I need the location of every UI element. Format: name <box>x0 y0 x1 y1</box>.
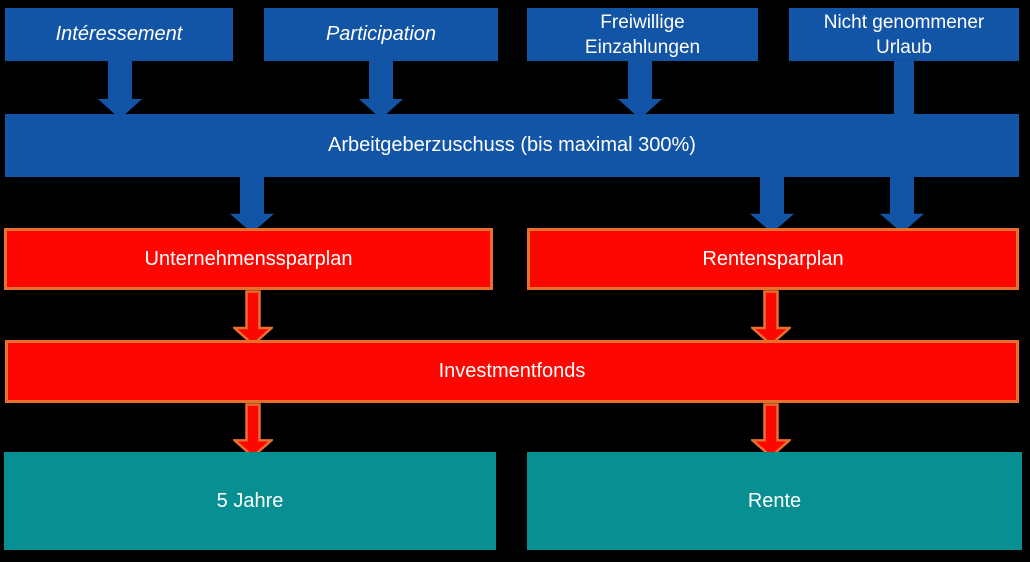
plan-box-unternehmenssparplan: Unternehmenssparplan <box>4 228 493 290</box>
source-box-nicht-genommener-urlaub-label: Nicht genommener Urlaub <box>823 11 985 58</box>
source-box-participation: Participation <box>264 8 498 61</box>
red-down-arrow-icon <box>751 403 791 458</box>
blue-down-arrow-icon <box>359 61 403 119</box>
outcome-box-rente-label: Rente <box>747 489 802 512</box>
blue-connector-line <box>894 61 914 115</box>
red-down-arrow-icon <box>233 403 273 458</box>
source-box-freiwillige-einzahlungen: Freiwillige Einzahlungen <box>527 8 758 61</box>
outcome-box-5-jahre-label: 5 Jahre <box>216 489 284 512</box>
investment-funds-bar-label: Investmentfonds <box>438 360 586 382</box>
employer-contribution-bar: Arbeitgeberzuschuss (bis maximal 300%) <box>5 114 1019 177</box>
source-box-nicht-genommener-urlaub: Nicht genommener Urlaub <box>789 8 1019 61</box>
blue-down-arrow-icon <box>880 177 924 233</box>
investment-funds-bar: Investmentfonds <box>5 340 1019 403</box>
employer-contribution-bar-label: Arbeitgeberzuschuss (bis maximal 300%) <box>328 134 696 156</box>
outcome-box-5-jahre: 5 Jahre <box>4 452 496 550</box>
red-down-arrow-icon <box>233 290 273 346</box>
blue-down-arrow-icon <box>750 177 794 233</box>
blue-down-arrow-icon <box>98 61 142 119</box>
blue-down-arrow-icon <box>618 61 662 119</box>
outcome-box-rente: Rente <box>527 452 1022 550</box>
red-down-arrow-icon <box>751 290 791 346</box>
plan-box-rentensparplan: Rentensparplan <box>527 228 1019 290</box>
source-box-interessement-label: Intéressement <box>55 23 183 45</box>
source-box-participation-label: Participation <box>325 23 437 45</box>
source-box-freiwillige-einzahlungen-label: Freiwillige Einzahlungen <box>584 11 701 58</box>
source-box-interessement: Intéressement <box>5 8 233 61</box>
plan-box-unternehmenssparplan-label: Unternehmenssparplan <box>144 247 353 270</box>
blue-down-arrow-icon <box>230 177 274 233</box>
plan-box-rentensparplan-label: Rentensparplan <box>702 247 844 270</box>
